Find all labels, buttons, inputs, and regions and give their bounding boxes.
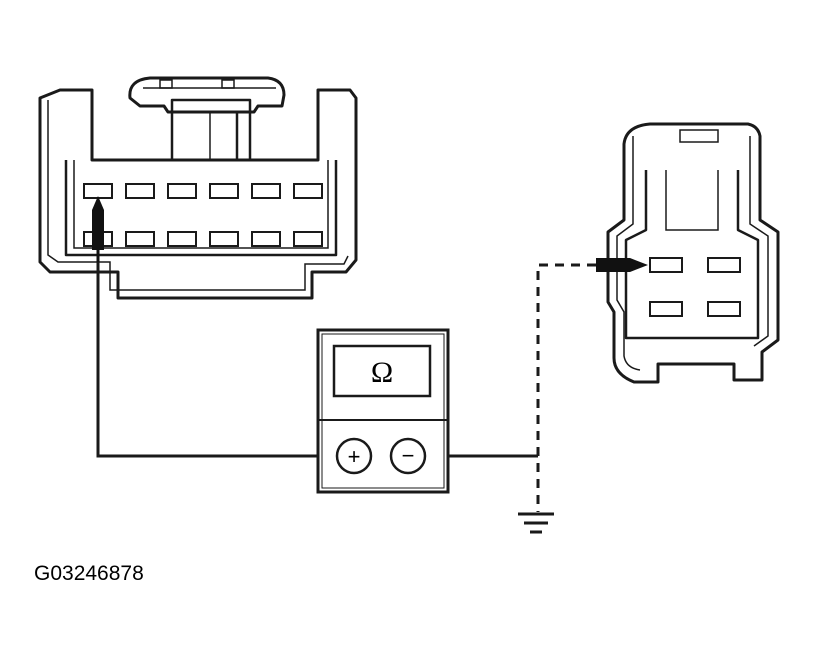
left-connector-body <box>38 88 358 300</box>
right-connector <box>606 122 780 384</box>
pin-9 <box>167 231 197 247</box>
positive-lead-wire <box>96 262 336 458</box>
right-pin-2 <box>707 257 741 273</box>
ohmmeter: Ω + − <box>316 328 450 494</box>
negative-terminal-label: − <box>402 443 415 468</box>
ohm-symbol: Ω <box>371 356 393 389</box>
right-probe <box>596 258 648 272</box>
left-probe <box>92 196 104 262</box>
pin-2 <box>125 183 155 199</box>
pin-4 <box>209 183 239 199</box>
positive-terminal <box>335 437 373 475</box>
right-pin-1 <box>649 257 683 273</box>
pin-12 <box>293 231 323 247</box>
dashed-ground-lead <box>536 263 596 512</box>
right-pin-4 <box>707 301 741 317</box>
pin-11 <box>251 231 281 247</box>
pin-8 <box>125 231 155 247</box>
ground-icon <box>518 512 554 534</box>
right-pin-3 <box>649 301 683 317</box>
pin-5 <box>251 183 281 199</box>
pin-10 <box>209 231 239 247</box>
negative-terminal <box>389 437 427 475</box>
figure-id: G03246878 <box>34 562 144 585</box>
pin-6 <box>293 183 323 199</box>
ohmmeter-display <box>332 344 432 398</box>
pin-1 <box>83 183 113 199</box>
left-connector-latch <box>128 76 286 114</box>
pin-3 <box>167 183 197 199</box>
positive-terminal-label: + <box>348 444 361 469</box>
left-connector <box>38 76 358 300</box>
right-connector-body <box>606 122 780 384</box>
